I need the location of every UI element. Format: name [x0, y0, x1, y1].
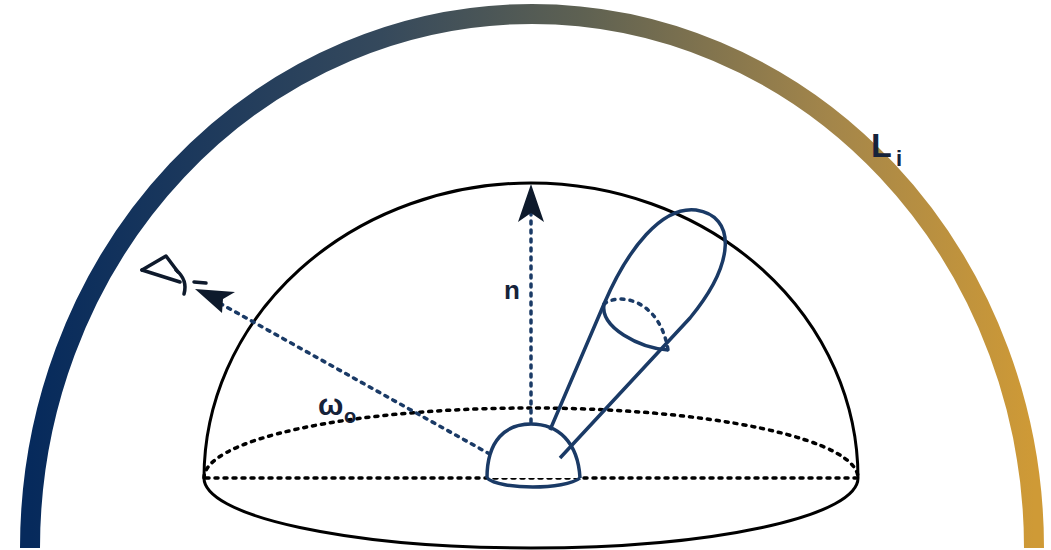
radiance-arc	[30, 14, 1034, 548]
specular-lobe	[550, 210, 725, 458]
radiance-subscript: i	[896, 148, 902, 170]
lobe-section-front	[604, 304, 668, 350]
direction-subscript: o	[344, 406, 356, 426]
hemisphere-base-front	[204, 478, 858, 548]
lobe-section-back	[604, 299, 668, 350]
outgoing-direction	[214, 300, 529, 476]
direction-symbol: ω	[318, 390, 343, 420]
normal-arrowhead	[518, 184, 544, 222]
hemisphere	[204, 183, 858, 478]
diffuse-lobe-base	[487, 478, 580, 487]
eye-symbol	[142, 256, 206, 294]
normal-symbol: n	[504, 277, 520, 303]
radiance-symbol: L	[871, 128, 892, 162]
outgoing-arrowhead	[195, 289, 235, 313]
